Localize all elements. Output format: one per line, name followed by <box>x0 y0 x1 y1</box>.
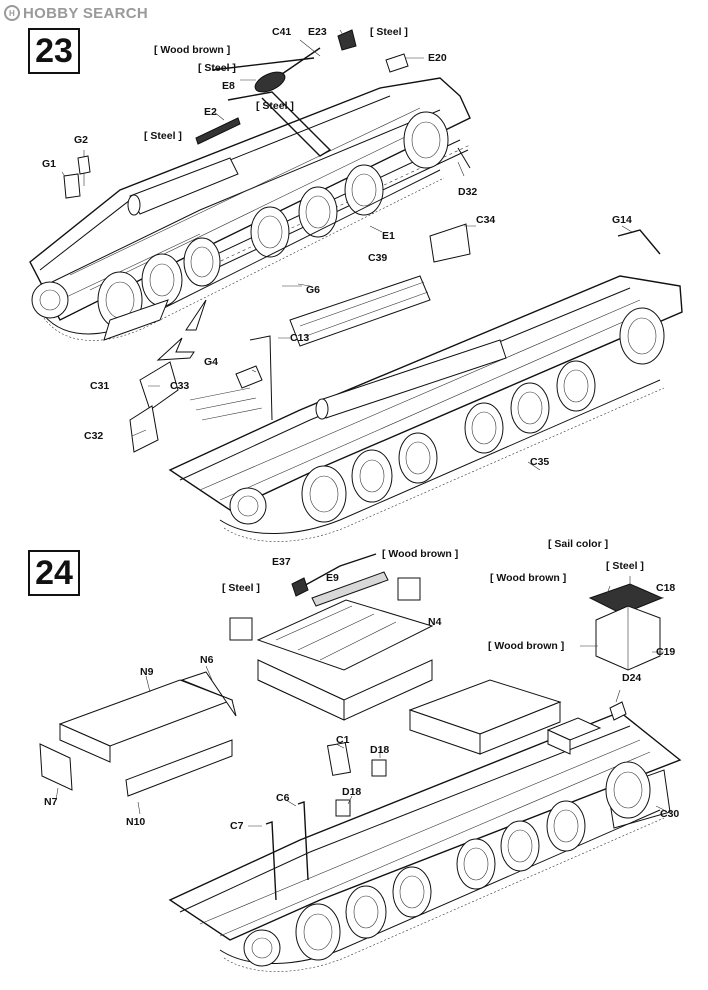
lid-n4 <box>256 599 434 671</box>
label-c19: C19 <box>656 646 676 658</box>
label-c30: C30 <box>660 808 680 820</box>
tool-e2 <box>195 117 241 145</box>
watermark: H HOBBY SEARCH <box>4 4 148 22</box>
label-g6: G6 <box>306 284 321 296</box>
label-n6: N6 <box>200 654 214 666</box>
label-c7: C7 <box>230 820 244 832</box>
part-g1 <box>63 173 81 199</box>
part-d24 <box>609 701 627 721</box>
mudguard-c31 <box>103 299 169 341</box>
label-wood-brown-c18: [ Wood brown ] <box>490 572 567 584</box>
label-e2: E2 <box>204 106 217 118</box>
label-e37: E37 <box>272 556 291 568</box>
label-d32: D32 <box>458 186 478 198</box>
part-g2 <box>77 155 91 175</box>
step-number-23: 23 <box>28 28 80 74</box>
label-n4: N4 <box>428 616 442 628</box>
step23-road-wheels-lower <box>301 307 665 523</box>
step24-assembly <box>39 553 682 972</box>
step-number-24: 24 <box>28 550 80 596</box>
step23-upper-hull <box>29 29 471 453</box>
lid-c18 <box>588 583 664 615</box>
label-e20: E20 <box>428 52 447 64</box>
label-c6: C6 <box>276 792 290 804</box>
label-e9: E9 <box>326 572 339 584</box>
label-steel-e8: [ Steel ] <box>198 62 236 74</box>
label-d18-a: D18 <box>370 744 390 756</box>
label-c13: C13 <box>290 332 310 344</box>
part-d18b <box>335 799 351 817</box>
label-c18: C18 <box>656 582 676 594</box>
label-steel-e37: [ Steel ] <box>222 582 260 594</box>
label-n10: N10 <box>126 816 146 828</box>
part-g4 <box>235 365 263 389</box>
shovel-e8 <box>254 71 286 93</box>
label-g14: G14 <box>612 214 632 226</box>
label-e8: E8 <box>222 80 235 92</box>
label-c1: C1 <box>336 734 350 746</box>
label-wood-brown: [ Wood brown ] <box>154 44 231 56</box>
label-wood-brown-e9: [ Wood brown ] <box>382 548 459 560</box>
label-c33: C33 <box>170 380 190 392</box>
label-d18-b: D18 <box>342 786 362 798</box>
label-g4: G4 <box>204 356 219 368</box>
part-e37 <box>291 577 309 597</box>
label-steel-c18: [ Steel ] <box>606 560 644 572</box>
label-c34: C34 <box>476 214 496 226</box>
panel-n10 <box>125 739 233 797</box>
label-c31: C31 <box>90 380 110 392</box>
label-c32: C32 <box>84 430 104 442</box>
step23-lower-hull <box>168 223 683 542</box>
watermark-logo-icon: H <box>4 5 20 21</box>
part-e20 <box>385 53 409 73</box>
part-e23 <box>337 29 357 51</box>
label-e1: E1 <box>382 230 395 242</box>
label-g2: G2 <box>74 134 89 146</box>
step23-road-wheels-upper <box>97 111 449 329</box>
mudguard-c32 <box>129 405 159 453</box>
label-steel-e23: [ Steel ] <box>370 26 408 38</box>
watermark-text: HOBBY SEARCH <box>23 4 149 22</box>
panel-n7 <box>39 743 73 791</box>
label-n9: N9 <box>140 666 154 678</box>
part-c34 <box>429 223 471 263</box>
panel-n6 <box>180 671 237 717</box>
label-c35: C35 <box>530 456 550 468</box>
label-n7: N7 <box>44 796 58 808</box>
label-steel-e2: [ Steel ] <box>144 130 182 142</box>
step24-road-wheels <box>295 761 651 961</box>
label-steel-mid: [ Steel ] <box>256 100 294 112</box>
label-c41: C41 <box>272 26 292 38</box>
part-d18a <box>371 759 387 777</box>
label-d24: D24 <box>622 672 642 684</box>
label-c39: C39 <box>368 252 388 264</box>
plate-c1 <box>326 742 352 776</box>
label-g1: G1 <box>42 158 57 170</box>
label-sail-color: [ Sail color ] <box>548 538 609 550</box>
label-wood-brown-c19: [ Wood brown ] <box>488 640 565 652</box>
rod-e9 <box>311 571 389 607</box>
label-e23: E23 <box>308 26 327 38</box>
cover-c39 <box>289 275 431 347</box>
